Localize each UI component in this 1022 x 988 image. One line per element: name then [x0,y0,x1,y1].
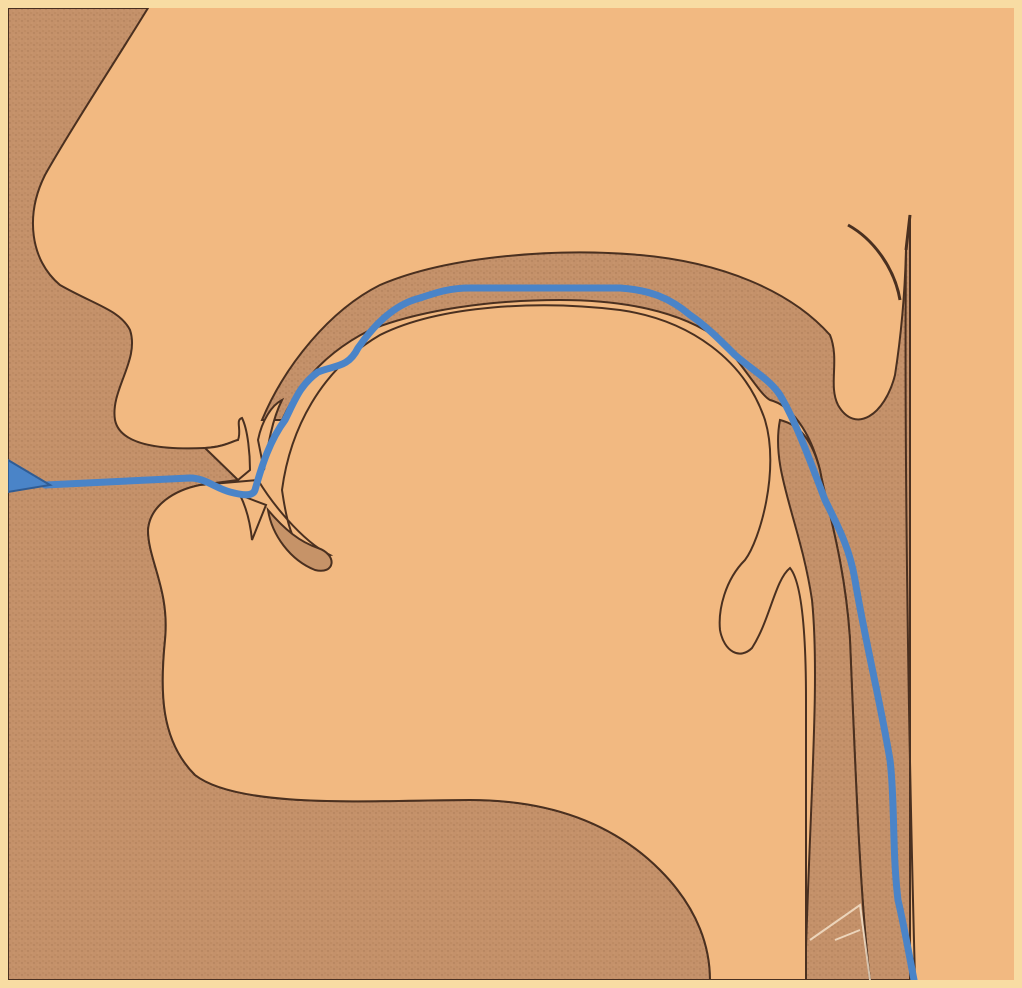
vocal-tract-diagram [0,0,1022,988]
vocal-tract-illustration [0,0,1022,988]
